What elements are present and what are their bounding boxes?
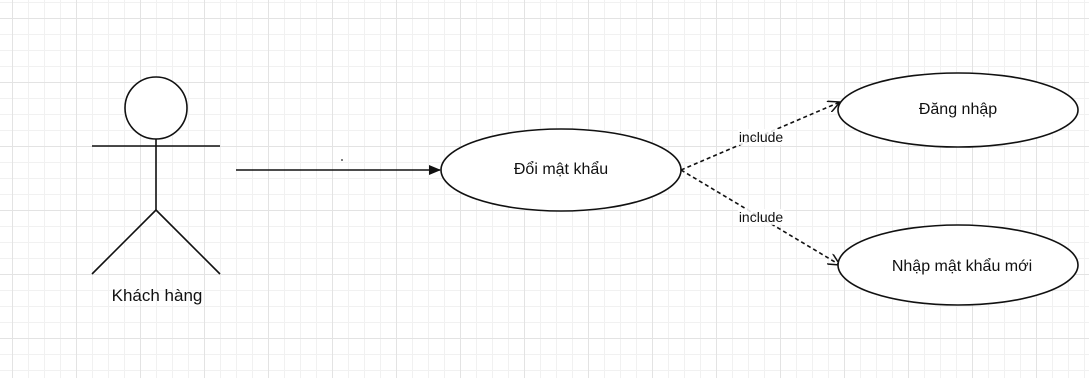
include-label-login: include (737, 129, 785, 145)
include-label-new-password: include (737, 209, 785, 225)
actor-left-leg (91, 209, 157, 275)
actor-label: Khách hàng (111, 286, 203, 305)
usecase-new-password-label: Nhập mật khẩu mới (891, 258, 1033, 275)
actor-right-leg (155, 209, 221, 275)
usecase-change-password[interactable] (440, 128, 682, 212)
usecase-enter-new-password[interactable] (837, 224, 1079, 306)
usecase-login[interactable] (837, 72, 1079, 148)
usecase-login-label: Đăng nhập (918, 101, 998, 118)
actor-figure[interactable] (91, 76, 221, 275)
actor-head (124, 76, 188, 140)
usecase-change-password-label: Đổi mật khẩu (513, 161, 609, 178)
stray-dot (341, 159, 343, 161)
